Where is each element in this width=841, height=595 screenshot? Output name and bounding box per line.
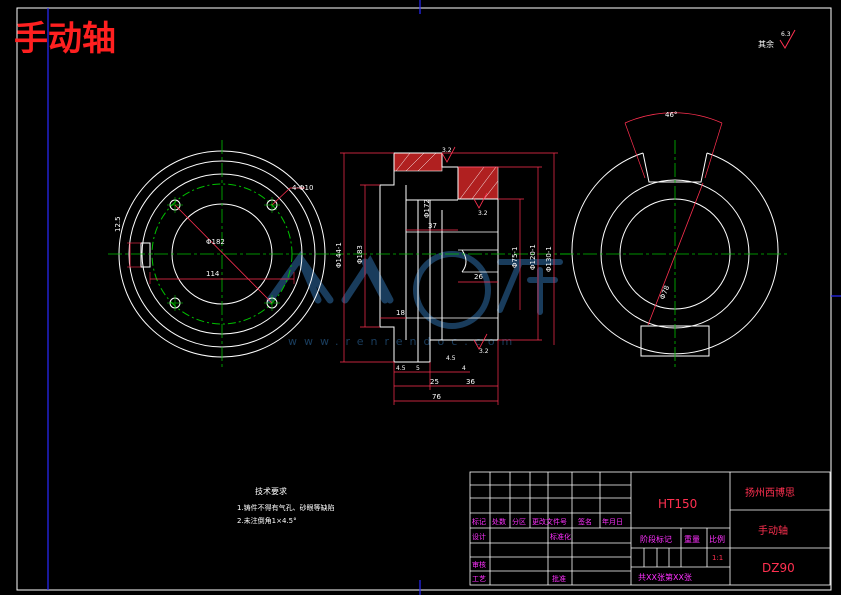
roughness-note: 其余 6.3 [758,29,796,49]
title-block [469,471,831,586]
section-dim-bore: Φ172 [423,199,431,218]
section-dim-big-dia: Φ183 [356,245,364,264]
section-dim-18: 18 [396,309,405,317]
watermark-text: www.renrendoc.com [288,335,519,348]
technical-requirements: 技术要求 1.铸件不得有气孔、砂眼等缺陷 2.未注倒角1×4.5° [237,486,335,525]
roughness-mid-icon [473,192,488,209]
roughness-top-icon [441,146,456,163]
tech-req-line-1: 1.铸件不得有气孔、砂眼等缺陷 [237,503,335,512]
row-label-sign: 签名 [578,517,592,526]
title-block-material: HT150 [658,497,697,511]
right-view [560,112,790,370]
row-label-change-doc: 更改文件号 [532,517,567,526]
title-block-approve: 批准 [552,574,566,583]
title-block-part-name: 手动轴 [758,524,788,537]
front-dim-side: 12.5 [114,216,122,232]
section-dim-26: 26 [474,273,483,281]
section-rough-top: 3.2 [442,147,452,154]
row-label-mark: 标记 [472,517,486,526]
watermark-logo-icon [266,250,394,304]
section-view [330,146,570,405]
section-dim-36: 36 [466,378,475,386]
section-dimension-lines [340,152,558,405]
drawing-frame [16,0,841,595]
row-label-count: 处数 [492,517,506,526]
section-dim-4-5-a: 4.5 [396,365,406,372]
section-dim-d1: Φ75-1 [511,247,519,268]
section-dim-5: 5 [416,365,420,372]
section-dim-4: 4 [462,365,466,372]
roughness-note-label: 其余 [758,39,774,49]
tech-req-line-2: 2.未注倒角1×4.5° [237,516,297,525]
section-dim-d3: Φ130-1 [545,246,553,272]
title-block-drawing-no: DZ90 [762,561,795,575]
section-dim-d2: Φ120-1 [529,244,537,270]
section-rough-mid: 3.2 [478,210,488,217]
title-block-scale: 比例 [709,534,725,544]
title-block-company: 扬州西博思 [745,486,795,499]
row-label-zone: 分区 [512,517,526,526]
title-block-review: 审核 [472,560,486,569]
section-dim-37: 37 [428,222,437,230]
roughness-note-value: 6.3 [781,31,791,38]
front-dim-width: 114 [206,270,220,278]
section-hatch [393,152,499,200]
title-block-change-row: 标记 处数 分区 更改文件号 签名 年月日 [472,517,623,526]
front-dim-hole: 4-Φ10 [292,184,313,192]
front-view [108,140,338,370]
right-dim-dia: Φ78 [658,284,671,300]
tech-req-heading: 技术要求 [255,486,287,496]
title-block-stage-mark: 阶段标记 [640,534,672,544]
sheet-title: 手动轴 [14,19,116,59]
title-block-standardize: 标准化 [550,532,571,541]
title-block-design: 设计 [472,532,486,541]
title-block-sheets: 共XX张第XX张 [638,572,692,582]
title-block-process: 工艺 [472,575,486,583]
section-dim-outer-dia: Φ144-1 [335,242,343,268]
right-view-outer [571,152,779,355]
roughness-bot-icon [473,333,488,350]
section-dim-25: 25 [430,378,439,386]
section-dim-76: 76 [432,393,441,401]
row-label-date: 年月日 [602,517,623,526]
right-dim-angle: 46° [665,111,677,119]
roughness-symbol-icon [779,29,796,49]
title-block-scale-value: 1:1 [712,554,723,562]
front-dim-pcd: Φ182 [206,238,225,246]
section-dim-4-5-b: 4.5 [446,355,456,362]
title-block-weight: 重量 [684,534,700,544]
section-rough-bot: 3.2 [479,348,489,355]
